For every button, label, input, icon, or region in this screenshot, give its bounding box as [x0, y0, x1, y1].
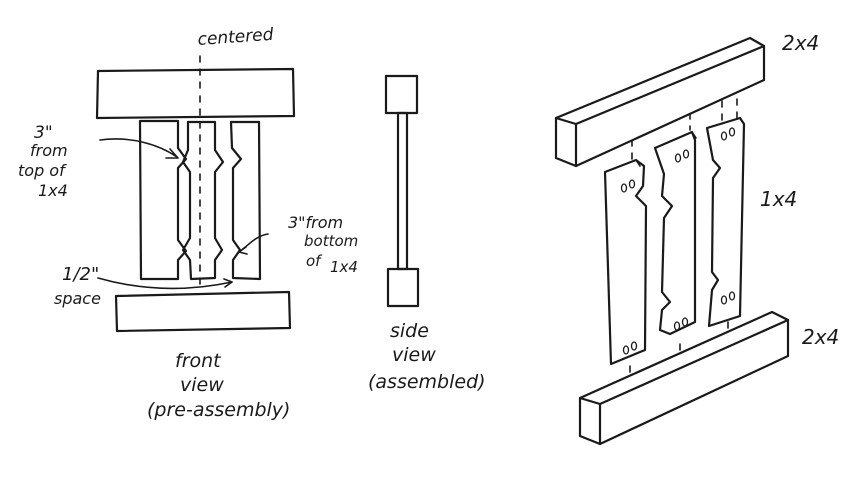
front-caption-line3: (pre-assembly): [147, 399, 290, 421]
label-bottom-line4: 1x4: [330, 258, 358, 276]
side-caption-line1: side: [390, 320, 429, 342]
iso-top-rail-edges: [554, 44, 766, 168]
iso-slat-left: [603, 158, 648, 366]
iso-bottom-rail-edges: [578, 318, 790, 446]
arrow-top-notch: [99, 138, 178, 158]
side-top-rail: [384, 74, 419, 115]
label-space-line1: 1/2": [62, 264, 99, 285]
front-slat-right: [229, 120, 262, 281]
iso-holes-top: [620, 127, 736, 193]
front-caption-line1: front: [175, 350, 222, 372]
iso-slat-edges: [635, 117, 745, 167]
iso-bottom-rail: [578, 310, 790, 446]
side-caption-line2: view: [392, 344, 436, 366]
side-view: side view (assembled): [368, 74, 486, 393]
label-top-line4: 1x4: [38, 181, 68, 200]
side-caption-line3: (assembled): [368, 371, 486, 393]
iso-view: 2x4 1x4 2x4: [554, 31, 839, 446]
front-top-rail: [95, 67, 296, 120]
label-iso-top-rail: 2x4: [782, 31, 819, 55]
iso-top-rail: [554, 36, 766, 168]
front-caption-line2: view: [180, 374, 224, 396]
arrow-top-notch-head: [165, 148, 179, 159]
front-bottom-rail: [114, 290, 292, 333]
label-top-line2: from: [30, 141, 68, 160]
label-bottom-line1: 3"from: [288, 213, 343, 232]
arrow-space: [97, 277, 233, 290]
label-bottom-line3: of: [306, 252, 323, 270]
front-slat-center: [181, 120, 225, 281]
label-top-line1: 3": [34, 123, 53, 143]
label-iso-slats: 1x4: [760, 187, 797, 211]
arrow-space-head: [223, 278, 233, 288]
iso-holes-bottom: [622, 291, 736, 355]
label-bottom-line2: bottom: [304, 232, 358, 250]
side-bottom-rail: [386, 267, 420, 308]
label-centered: centered: [197, 25, 274, 50]
label-space-line2: space: [54, 289, 101, 308]
side-slat: [396, 111, 409, 271]
arrow-bottom-notch-head: [238, 246, 248, 255]
front-view: centered 3" from top of 1x4 3"from botto…: [18, 25, 358, 421]
iso-dowel-lines-top: [631, 85, 738, 171]
front-slat-left: [138, 119, 188, 281]
label-top-line3: top of: [18, 161, 67, 180]
iso-slat-center: [653, 130, 697, 336]
iso-slat-right: [705, 116, 746, 328]
label-iso-bottom-rail: 2x4: [802, 325, 839, 349]
